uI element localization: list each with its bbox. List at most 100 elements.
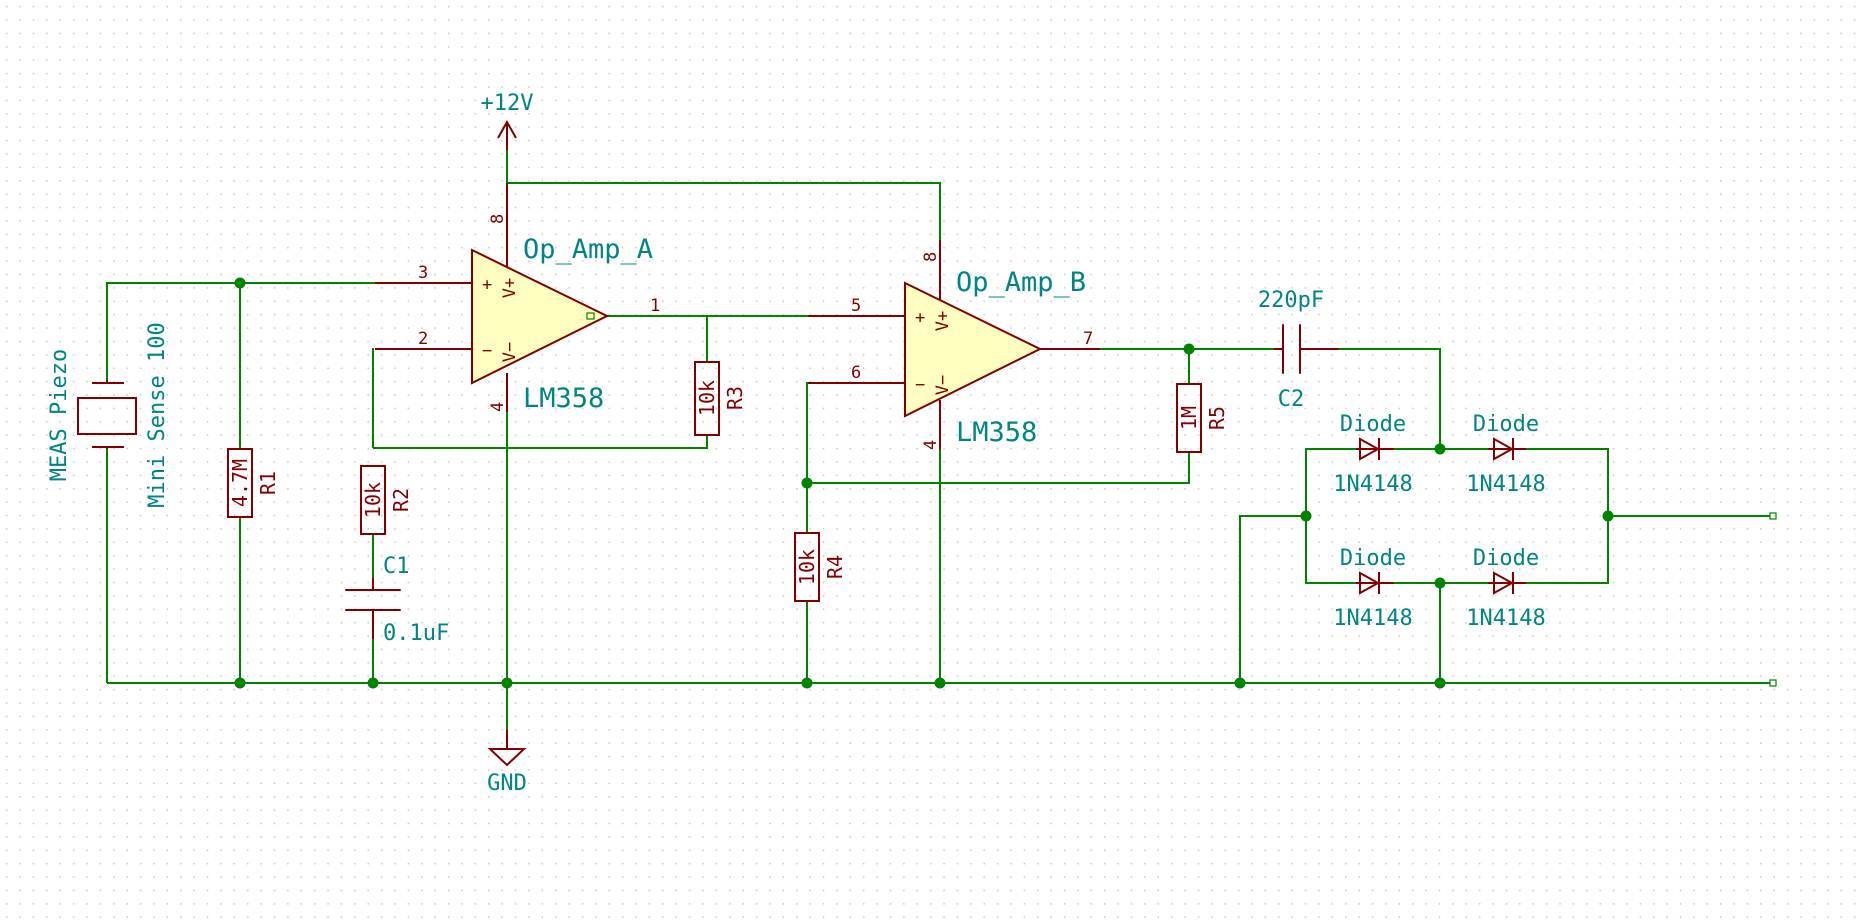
opamp-a-output-wire xyxy=(607,315,808,362)
junction xyxy=(1434,677,1446,689)
vcc-symbol[interactable]: +12V xyxy=(481,91,534,150)
diode-d1[interactable]: Diode 1N4148 xyxy=(1333,412,1412,497)
opamp-a-pin-2: 2 xyxy=(418,329,428,349)
diode-part: 1N4148 xyxy=(1466,472,1545,497)
resistor-r4[interactable]: 10k R4 xyxy=(794,532,847,602)
junction xyxy=(1234,677,1246,689)
resistor-r3-ref: R3 xyxy=(723,386,747,410)
diode-icon xyxy=(1356,437,1394,461)
opamp-b-part: LM358 xyxy=(956,417,1037,448)
opamp-b-pin-8: 8 xyxy=(921,252,941,262)
output-terminal-top[interactable] xyxy=(1769,512,1777,520)
resistor-r5[interactable]: 1M R5 xyxy=(1176,383,1229,453)
resistor-r4-ref: R4 xyxy=(823,555,847,579)
opamp-b[interactable]: + − V+ V− 5 6 7 8 4 Op_Amp_B LM358 xyxy=(808,240,1100,450)
opamp-b-pin-7: 7 xyxy=(1083,329,1093,349)
piezo-sensor[interactable]: MEAS Piezo Mini Sense 100 xyxy=(47,322,170,507)
vcc-wire xyxy=(506,124,941,240)
opamp-b-vplus-label: V+ xyxy=(933,311,953,331)
resistor-r5-value: 1M xyxy=(1177,406,1201,430)
resistor-r1-ref: R1 xyxy=(256,471,280,495)
piezo-value: Mini Sense 100 xyxy=(145,322,170,507)
junction xyxy=(1434,443,1446,455)
resistor-r2[interactable]: 10k R2 xyxy=(360,465,413,535)
opamp-a-pin-8: 8 xyxy=(488,214,508,224)
junction xyxy=(934,677,946,689)
resistor-r1-value: 4.7M xyxy=(228,459,252,507)
junction xyxy=(801,677,813,689)
capacitor-c2-icon xyxy=(1282,324,1301,374)
diode-d2[interactable]: Diode 1N4148 xyxy=(1466,412,1545,497)
junction xyxy=(501,677,513,689)
capacitor-c1-icon xyxy=(345,589,401,611)
diode-name: Diode xyxy=(1340,412,1406,437)
junction xyxy=(1300,510,1312,522)
resistor-r3-value: 10k xyxy=(695,380,719,416)
diode-name: Diode xyxy=(1473,546,1539,571)
diode-icon xyxy=(1356,571,1394,595)
opamp-a-pin-4: 4 xyxy=(488,402,508,412)
opamp-b-pin-4: 4 xyxy=(921,440,941,450)
diode-name: Diode xyxy=(1473,412,1539,437)
resistor-r3[interactable]: 10k R3 xyxy=(694,361,747,436)
resistor-r4-value: 10k xyxy=(795,549,819,585)
opamp-a-part: LM358 xyxy=(523,383,604,414)
opamp-b-pin-5: 5 xyxy=(851,296,861,316)
opamp-b-name: Op_Amp_B xyxy=(956,267,1086,298)
diode-part: 1N4148 xyxy=(1333,606,1412,631)
opamp-a-name: Op_Amp_A xyxy=(523,234,653,265)
opamp-a-triangle xyxy=(471,248,610,385)
opamp-a-pin-3: 3 xyxy=(418,263,428,283)
opamp-a[interactable]: + − V+ V− 3 2 1 8 4 Op_Amp_A LM358 xyxy=(375,183,660,414)
junction xyxy=(367,677,379,689)
bridge-left-wire xyxy=(1239,515,1306,683)
gnd-triangle-icon xyxy=(487,730,527,767)
junction xyxy=(1183,343,1195,355)
diode-part: 1N4148 xyxy=(1466,606,1545,631)
resistor-r4-body xyxy=(794,532,820,602)
opamp-b-minus-sign: − xyxy=(915,375,925,395)
capacitor-c1-value: 0.1uF xyxy=(383,621,449,646)
resistor-r2-ref: R2 xyxy=(389,488,413,512)
piezo-icon xyxy=(92,380,124,449)
diode-d3[interactable]: Diode 1N4148 xyxy=(1333,546,1412,631)
resistor-r2-body xyxy=(360,465,386,535)
vcc-arrow-icon xyxy=(497,119,517,150)
diode-part: 1N4148 xyxy=(1333,472,1412,497)
capacitor-c1[interactable]: C1 0.1uF xyxy=(345,554,449,646)
capacitor-c2-ref: C2 xyxy=(1278,387,1305,412)
piezo-wire xyxy=(106,282,375,683)
opamp-b-pins xyxy=(808,240,941,450)
opamp-a-vminus-label: V− xyxy=(500,342,520,362)
capacitor-c2-value: 220pF xyxy=(1258,288,1324,313)
diode-icon xyxy=(1488,571,1526,595)
junctions xyxy=(234,277,1614,689)
junction xyxy=(801,477,813,489)
resistor-r5-ref: R5 xyxy=(1205,406,1229,430)
resistor-r1[interactable]: 4.7M R1 xyxy=(227,448,280,518)
output-terminal-bottom[interactable] xyxy=(1769,679,1777,687)
resistor-r5-body xyxy=(1176,383,1202,453)
capacitor-c1-ref: C1 xyxy=(383,554,410,579)
opamp-a-pin-1: 1 xyxy=(650,296,660,316)
opamp-b-plus-sign: + xyxy=(915,308,925,328)
diode-name: Diode xyxy=(1340,546,1406,571)
capacitor-c2[interactable]: 220pF C2 xyxy=(1258,288,1339,412)
opamp-b-vminus-label: V− xyxy=(933,375,953,395)
junction xyxy=(234,677,246,689)
opamp-a-plus-sign: + xyxy=(482,275,492,295)
vcc-label: +12V xyxy=(481,91,534,116)
piezo-crystal xyxy=(77,397,137,435)
junction xyxy=(1602,510,1614,522)
piezo-name: MEAS Piezo xyxy=(47,349,72,481)
gnd-symbol[interactable]: GND xyxy=(487,730,527,796)
diode-d4[interactable]: Diode 1N4148 xyxy=(1466,546,1545,631)
diode-icon xyxy=(1488,437,1526,461)
resistor-r2-value: 10k xyxy=(361,482,385,518)
junction xyxy=(234,277,246,289)
opamp-a-minus-sign: − xyxy=(482,341,492,361)
opamp-a-output-pin-icon xyxy=(586,312,595,320)
opamp-a-vplus-label: V+ xyxy=(500,278,520,298)
